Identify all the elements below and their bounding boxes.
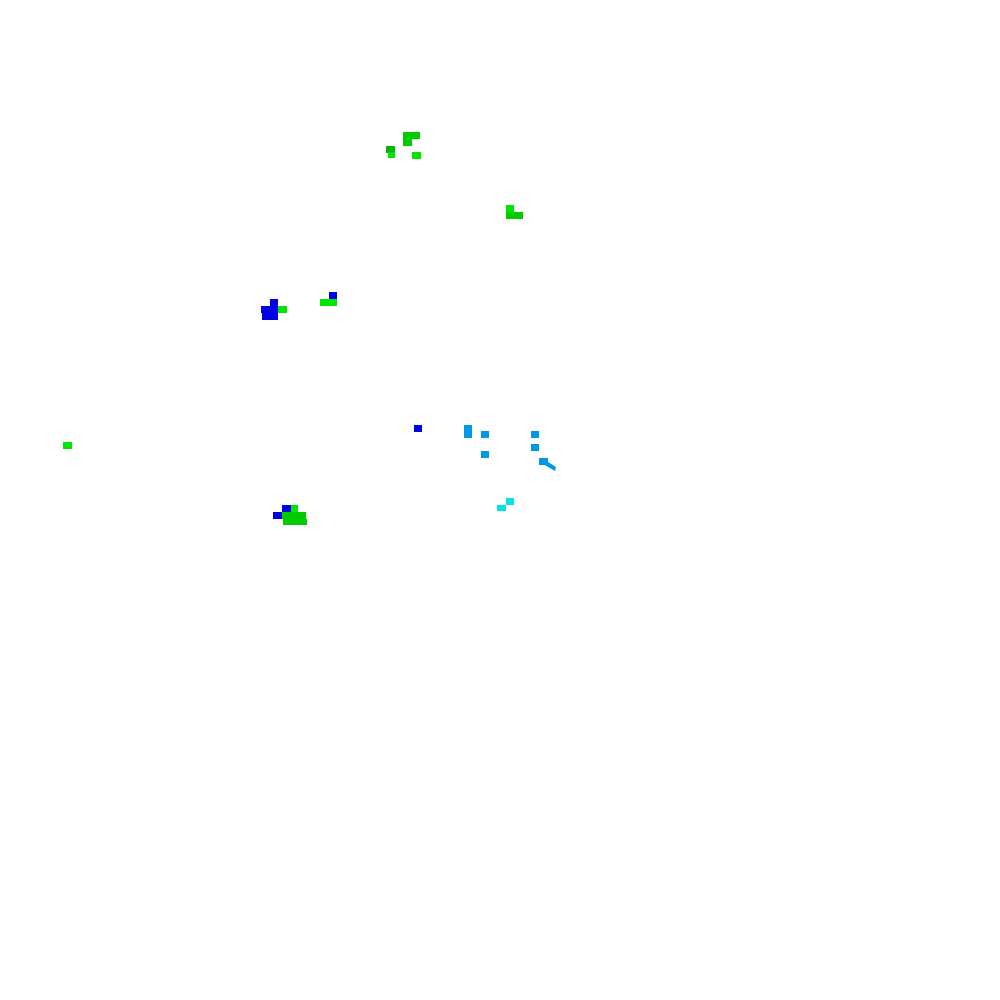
- map-cell: [412, 152, 421, 159]
- map-cell: [403, 132, 420, 139]
- map-cell: [261, 306, 278, 313]
- map-cell: [497, 505, 506, 511]
- map-cell: [273, 512, 282, 519]
- map-cell: [531, 444, 539, 451]
- map-cell: [506, 498, 514, 505]
- map-cell: [262, 313, 278, 320]
- map-cell: [414, 425, 422, 432]
- map-cell: [539, 458, 548, 465]
- map-cell: [278, 306, 287, 313]
- map-cell: [291, 505, 298, 512]
- map-cells-layer: [63, 132, 556, 525]
- map-cell: [464, 425, 472, 432]
- map-cell: [481, 451, 489, 458]
- map-cell-tail: [543, 460, 556, 471]
- map-cell: [506, 212, 523, 219]
- map-cell: [282, 512, 306, 519]
- map-cell: [531, 431, 539, 438]
- map-cell: [63, 442, 72, 449]
- map-cell: [464, 431, 472, 438]
- map-cell: [320, 299, 337, 306]
- map-cell: [388, 152, 395, 158]
- map-cell: [329, 292, 337, 299]
- map-cell: [481, 431, 489, 438]
- map-cell: [283, 519, 307, 525]
- map-cell: [386, 146, 395, 153]
- map-cell: [506, 205, 514, 213]
- map-cell: [282, 505, 291, 512]
- map-cell: [403, 139, 412, 146]
- map-cell: [270, 299, 278, 306]
